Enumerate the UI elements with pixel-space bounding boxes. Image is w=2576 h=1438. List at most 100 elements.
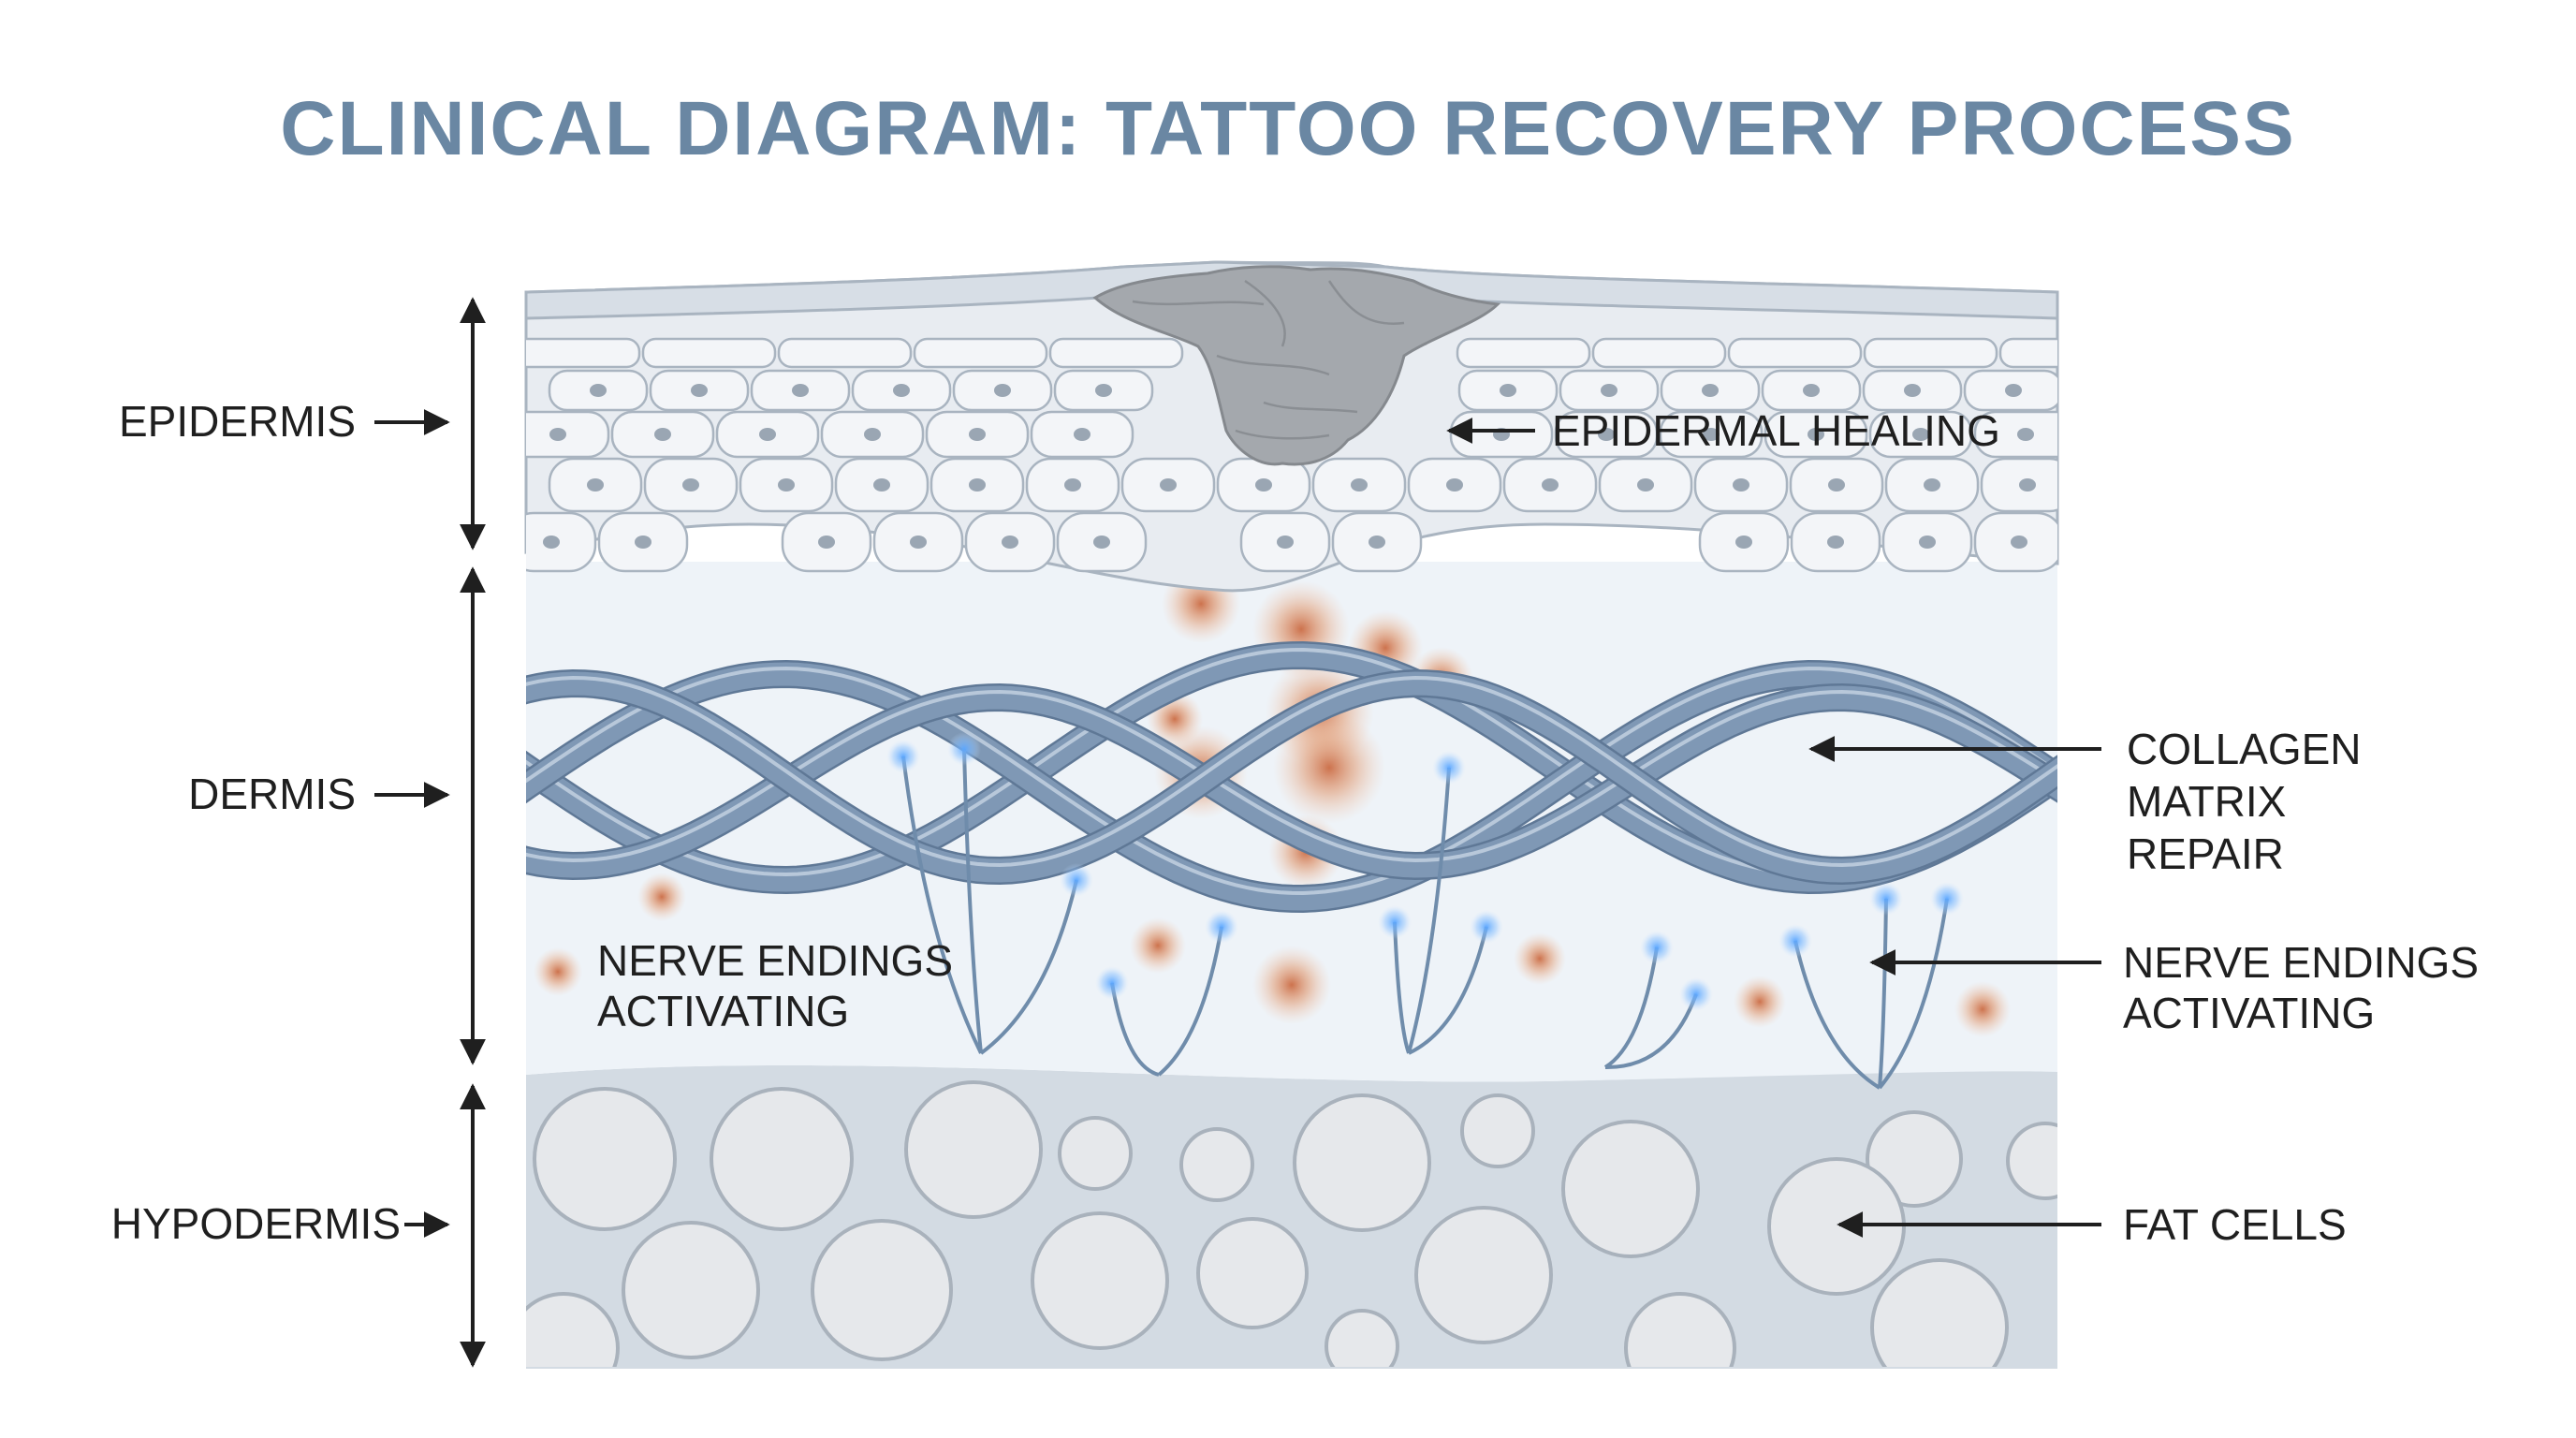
fat-cell-icon <box>1058 1116 1133 1191</box>
nerve-ending-icon <box>1095 910 1238 1077</box>
cell-nucleus <box>778 478 795 492</box>
epidermal-cell <box>777 337 913 369</box>
page-title: CLINICAL DIAGRAM: TATTOO RECOVERY PROCES… <box>280 86 2295 171</box>
nerve-branch <box>1110 982 1160 1077</box>
nerve-tip-glow <box>1095 966 1129 1000</box>
cell-nucleus <box>635 536 651 549</box>
collagen-fiber <box>526 662 2057 911</box>
fat-cell-icon <box>811 1219 953 1361</box>
nerve-branch <box>1408 926 1488 1055</box>
epidermal-cell <box>526 511 597 573</box>
nerve-branch <box>1393 921 1411 1054</box>
nerve-tip-glow <box>1640 931 1674 964</box>
scab-crack <box>1244 279 1286 347</box>
nerve-ending-icon <box>1778 882 1964 1090</box>
cell-nucleus <box>969 428 986 441</box>
cell-nucleus <box>910 536 927 549</box>
nerve-branch <box>1793 940 1881 1090</box>
epidermal-cell <box>1591 337 1727 369</box>
label-hypodermis: HYPODERMIS <box>111 1199 401 1248</box>
scab-icon <box>1092 265 1501 466</box>
cell-nucleus <box>1277 536 1294 549</box>
cell-nucleus <box>1095 384 1112 397</box>
cell-nucleus <box>1160 478 1177 492</box>
cell-nucleus <box>1912 428 1929 441</box>
nerve-branch <box>1157 926 1223 1077</box>
collagen-fiber-highlight <box>526 689 2057 863</box>
label-collagen-line-1: COLLAGEN <box>2127 725 2362 773</box>
nerve-tip-glow <box>1378 905 1412 939</box>
epidermal-cell <box>526 337 641 369</box>
nerve-branch <box>1878 898 1949 1090</box>
label-fat-cells: FAT CELLS <box>2123 1200 2347 1249</box>
fat-cell-icon <box>1414 1206 1553 1344</box>
nerve-tip-glow <box>1470 910 1503 944</box>
ink-particle-icon <box>1954 981 2011 1037</box>
ink-particle-icon <box>637 873 686 921</box>
ink-particle-icon <box>1514 932 1566 985</box>
epidermal-cell <box>526 410 610 459</box>
annotations: EPIDERMAL HEALING COLLAGEN MATRIX REPAIR… <box>597 406 2479 1249</box>
nerve-tip-glow <box>1679 977 1713 1011</box>
cell-nucleus <box>1542 478 1559 492</box>
layer-labels: EPIDERMIS DERMIS HYPODERMIS <box>111 397 450 1248</box>
cell-nucleus <box>1702 384 1719 397</box>
cell-nucleus <box>1904 384 1921 397</box>
fat-cell-icon <box>622 1221 760 1359</box>
ink-particle-icon <box>1252 946 1331 1024</box>
collagen-fiber-highlight <box>526 666 2057 896</box>
scab-crack <box>1263 401 1358 414</box>
hypodermis-layer <box>526 1064 2057 1369</box>
nerve-tip-glow <box>1060 863 1093 897</box>
fat-cell-icon <box>710 1087 854 1231</box>
scab-crack <box>1132 300 1265 306</box>
cell-nucleus <box>893 384 910 397</box>
epidermal-cell <box>1973 410 2057 459</box>
cell-nucleus <box>1733 478 1749 492</box>
ink-particle-icon <box>1734 976 1786 1028</box>
cell-nucleus <box>1735 536 1752 549</box>
fat-cell-icon <box>1031 1211 1169 1350</box>
cell-nucleus <box>1255 478 1272 492</box>
cell-nucleus <box>1368 536 1385 549</box>
cell-nucleus <box>1703 428 1720 441</box>
label-collagen-line-3: REPAIR <box>2127 829 2284 878</box>
epidermal-cell-group <box>526 337 2163 573</box>
fat-cell-icon <box>1325 1309 1399 1367</box>
fat-cell-icon <box>1866 1110 1963 1208</box>
cell-nucleus <box>1637 478 1654 492</box>
label-epidermal-healing: EPIDERMAL HEALING <box>1552 406 2000 455</box>
fat-cell-icon <box>1196 1217 1309 1329</box>
cell-nucleus <box>2102 536 2119 549</box>
cell-nucleus <box>549 428 566 441</box>
collagen-fiber <box>526 671 2057 883</box>
cell-nucleus <box>1827 536 1844 549</box>
scab-crack <box>1235 429 1330 440</box>
cell-nucleus <box>1074 428 1090 441</box>
nerve-tip-glow <box>1205 910 1238 944</box>
cell-nucleus <box>543 536 560 549</box>
fat-cell-icon <box>533 1087 677 1231</box>
ink-particle-icon <box>1130 917 1186 974</box>
cell-nucleus <box>1002 536 1018 549</box>
label-nerve-left-line-2: ACTIVATING <box>597 987 849 1035</box>
cell-nucleus <box>1924 478 1940 492</box>
nerve-branch <box>1407 767 1451 1054</box>
cell-nucleus <box>759 428 776 441</box>
nerve-ending-icon <box>1378 751 1503 1055</box>
fat-cell-icon <box>1460 1093 1535 1168</box>
epidermal-cell <box>2066 371 2163 410</box>
cell-nucleus <box>1808 428 1824 441</box>
fat-cell-icon <box>1561 1120 1700 1258</box>
nerve-ending-icon <box>1603 931 1713 1070</box>
scab-texture <box>1132 279 1405 440</box>
cell-nucleus <box>1828 478 1845 492</box>
cell-nucleus <box>994 384 1011 397</box>
nerve-branch <box>1878 898 1888 1089</box>
epidermal-cell <box>2067 513 2155 571</box>
collagen-fiber-highlight <box>526 675 2057 868</box>
cell-nucleus <box>792 384 809 397</box>
nerve-tip-glow <box>1432 751 1466 785</box>
